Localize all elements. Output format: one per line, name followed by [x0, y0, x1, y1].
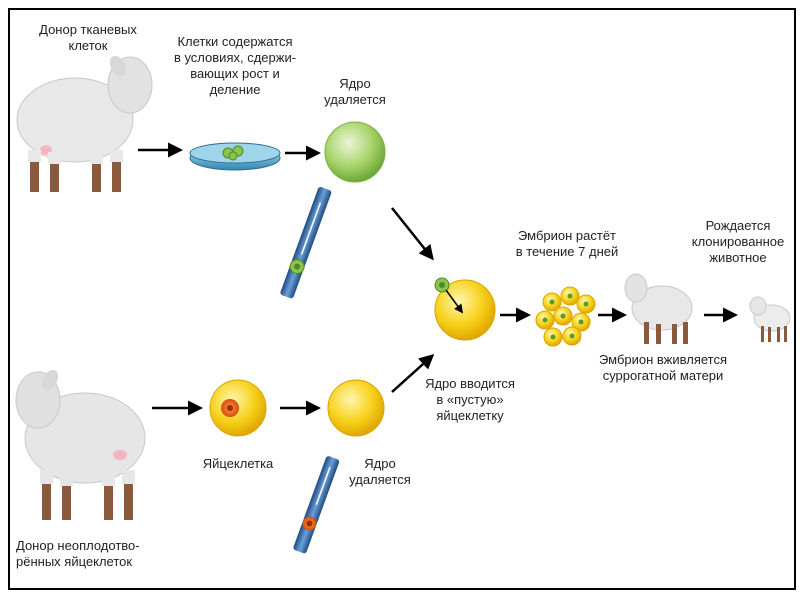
embryo-icon: [535, 286, 596, 347]
process-arrows: [138, 142, 738, 416]
cloned-lamb-icon: [749, 296, 791, 342]
egg-donor-sheep-icon: [15, 369, 146, 520]
diagram-frame: [8, 8, 796, 590]
arrow-cell-to-fusion: [391, 207, 434, 261]
label-egg-cell: Яйцеклетка: [202, 456, 274, 471]
label-nucleus-inserted: Ядро вводится в «пустую» яйцеклетку: [425, 376, 515, 423]
label-nucleus-removed-bottom: Ядро удаляется: [349, 456, 411, 487]
arrow-empty-to-fusion: [391, 353, 435, 393]
enucleated-egg-icon: [327, 379, 385, 437]
pipette-top-icon: [280, 187, 332, 299]
label-culture: Клетки содержатся в условиях, сдержи- ва…: [173, 34, 297, 97]
pipette-bottom-icon: [293, 456, 340, 554]
label-nucleus-removed-top: Ядро удаляется: [324, 76, 386, 107]
egg-cell-icon: [209, 379, 267, 437]
label-egg-donor: Донор неоплодотво- рённых яйцеклеток: [16, 538, 140, 569]
label-tissue-donor: Донор тканевых клеток: [39, 22, 137, 53]
petri-dish-icon: [189, 142, 281, 171]
donor-cell-icon: [324, 121, 386, 183]
label-embryo-grows: Эмбрион растёт в течение 7 дней: [515, 228, 619, 259]
surrogate-sheep-icon: [624, 273, 693, 344]
label-embryo-implanted: Эмбрион вживляется суррогатной матери: [598, 352, 728, 383]
reconstructed-egg-icon: [434, 277, 496, 341]
label-clone-born: Рождается клонированное животное: [691, 218, 785, 265]
tissue-donor-sheep-icon: [16, 55, 153, 192]
